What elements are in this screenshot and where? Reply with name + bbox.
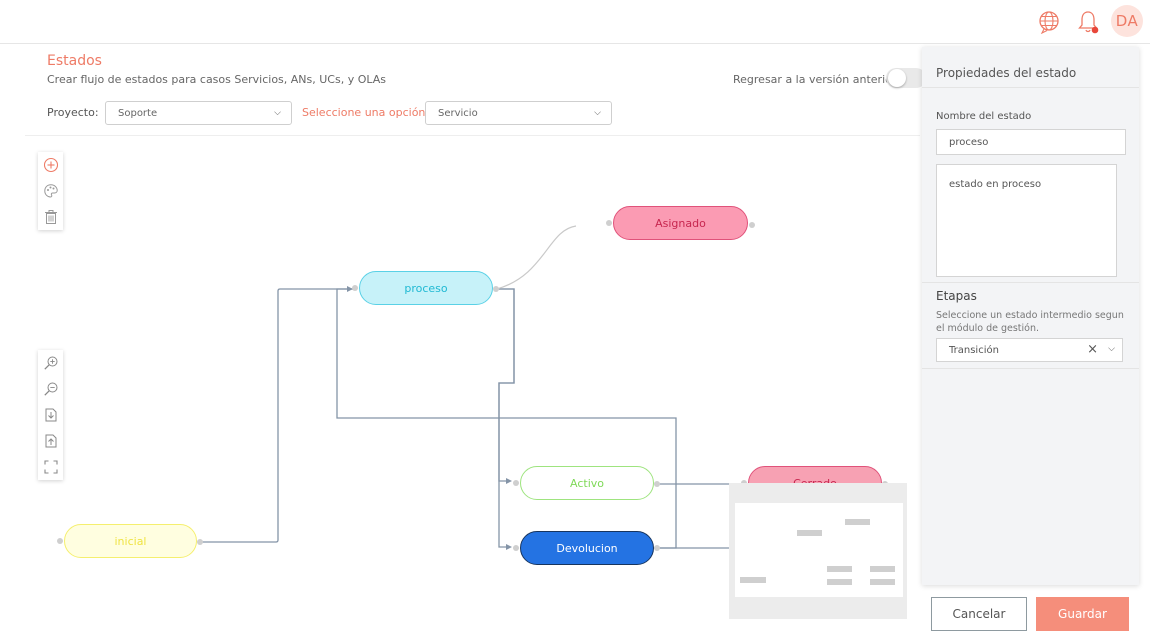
state-node-label: Activo [570, 476, 604, 490]
restore-version-label: Regresar a la versión anterior [733, 73, 897, 86]
page-title: Estados [47, 53, 102, 69]
node-port[interactable] [654, 481, 660, 487]
arrowhead [506, 544, 512, 550]
chevron-down-icon: ⌵ [594, 108, 601, 118]
minimap-node [845, 519, 870, 525]
node-port[interactable] [352, 285, 358, 291]
link-proceso-devolucion [497, 288, 515, 548]
node-port[interactable] [513, 545, 519, 551]
state-node-label: inicial [114, 534, 147, 548]
node-port[interactable] [57, 538, 63, 544]
arrowhead [347, 286, 353, 292]
diagram-edit-toolbar [38, 152, 63, 230]
chevron-down-icon[interactable]: ⌵ [1108, 344, 1115, 354]
state-node-label: Devolucion [556, 541, 618, 555]
zoom-out-icon[interactable] [38, 376, 63, 402]
stages-select[interactable]: Transición × ⌵ [936, 338, 1123, 362]
toggle-knob [888, 69, 906, 87]
stages-select-value: Transición [949, 345, 999, 356]
link-inicial-proceso [201, 288, 353, 543]
avatar[interactable]: DA [1111, 5, 1143, 37]
cancel-button[interactable]: Cancelar [931, 597, 1027, 631]
state-node-proceso[interactable]: proceso [359, 271, 493, 305]
restore-version-toggle[interactable] [886, 68, 926, 88]
page-subtitle: Crear flujo de estados para casos Servic… [47, 73, 387, 86]
state-node-label: Asignado [655, 216, 706, 230]
state-properties-panel: Propiedades del estado Nombre del estado… [922, 47, 1139, 585]
node-port[interactable] [654, 545, 660, 551]
minimap-node [827, 566, 852, 572]
bell-icon[interactable] [1074, 8, 1102, 36]
arrowhead [506, 478, 512, 484]
node-port[interactable] [493, 286, 499, 292]
state-node-activo[interactable]: Activo [520, 466, 654, 500]
save-button[interactable]: Guardar [1036, 597, 1129, 631]
project-select-value: Soporte [118, 108, 158, 119]
node-port[interactable] [749, 222, 755, 228]
node-port[interactable] [606, 220, 612, 226]
zoom-in-icon[interactable] [38, 350, 63, 376]
diagram-minimap[interactable] [729, 483, 907, 619]
state-description-textarea[interactable]: estado en proceso [936, 164, 1117, 277]
state-name-label: Nombre del estado [936, 111, 1032, 122]
option-select-value: Servicio [438, 108, 478, 119]
chevron-down-icon: ⌵ [274, 108, 281, 118]
clear-icon[interactable]: × [1087, 342, 1098, 357]
state-name-input[interactable]: proceso [936, 129, 1126, 155]
state-node-inicial[interactable]: inicial [64, 524, 197, 558]
trash-icon[interactable] [38, 204, 63, 230]
option-select[interactable]: Servicio ⌵ [425, 101, 612, 125]
node-port[interactable] [513, 480, 519, 486]
stages-section: Etapas Seleccione un estado intermedio s… [922, 282, 1139, 369]
add-circle-icon[interactable] [38, 152, 63, 178]
option-label: Seleccione una opción [302, 106, 426, 119]
state-node-asignado[interactable]: Asignado [613, 206, 748, 240]
minimap-node [827, 579, 852, 585]
fit-screen-icon[interactable] [38, 454, 63, 480]
top-bar: DA [0, 0, 1150, 44]
diagram-canvas[interactable] [0, 0, 920, 642]
state-node-label: proceso [404, 281, 448, 295]
stages-help-text: Seleccione un estado intermedio segun el… [936, 310, 1124, 334]
project-label: Proyecto: [47, 106, 99, 119]
project-select[interactable]: Soporte ⌵ [105, 101, 292, 125]
minimap-node [870, 566, 895, 572]
panel-title: Propiedades del estado [922, 47, 1139, 88]
palette-icon[interactable] [38, 178, 63, 204]
export-icon[interactable] [38, 428, 63, 454]
diagram-view-toolbar [38, 350, 63, 480]
import-icon[interactable] [38, 402, 63, 428]
stages-title: Etapas [936, 289, 977, 303]
link-devolucion-proceso [336, 288, 677, 549]
header-divider [25, 135, 920, 136]
minimap-node [870, 579, 895, 585]
minimap-viewport [735, 503, 903, 597]
node-port[interactable] [197, 539, 203, 545]
minimap-node [740, 577, 766, 583]
globe-chat-icon[interactable] [1035, 8, 1063, 36]
state-node-devolucion[interactable]: Devolucion [520, 531, 654, 565]
minimap-node [797, 530, 822, 536]
link-proceso-asignado [496, 225, 577, 290]
